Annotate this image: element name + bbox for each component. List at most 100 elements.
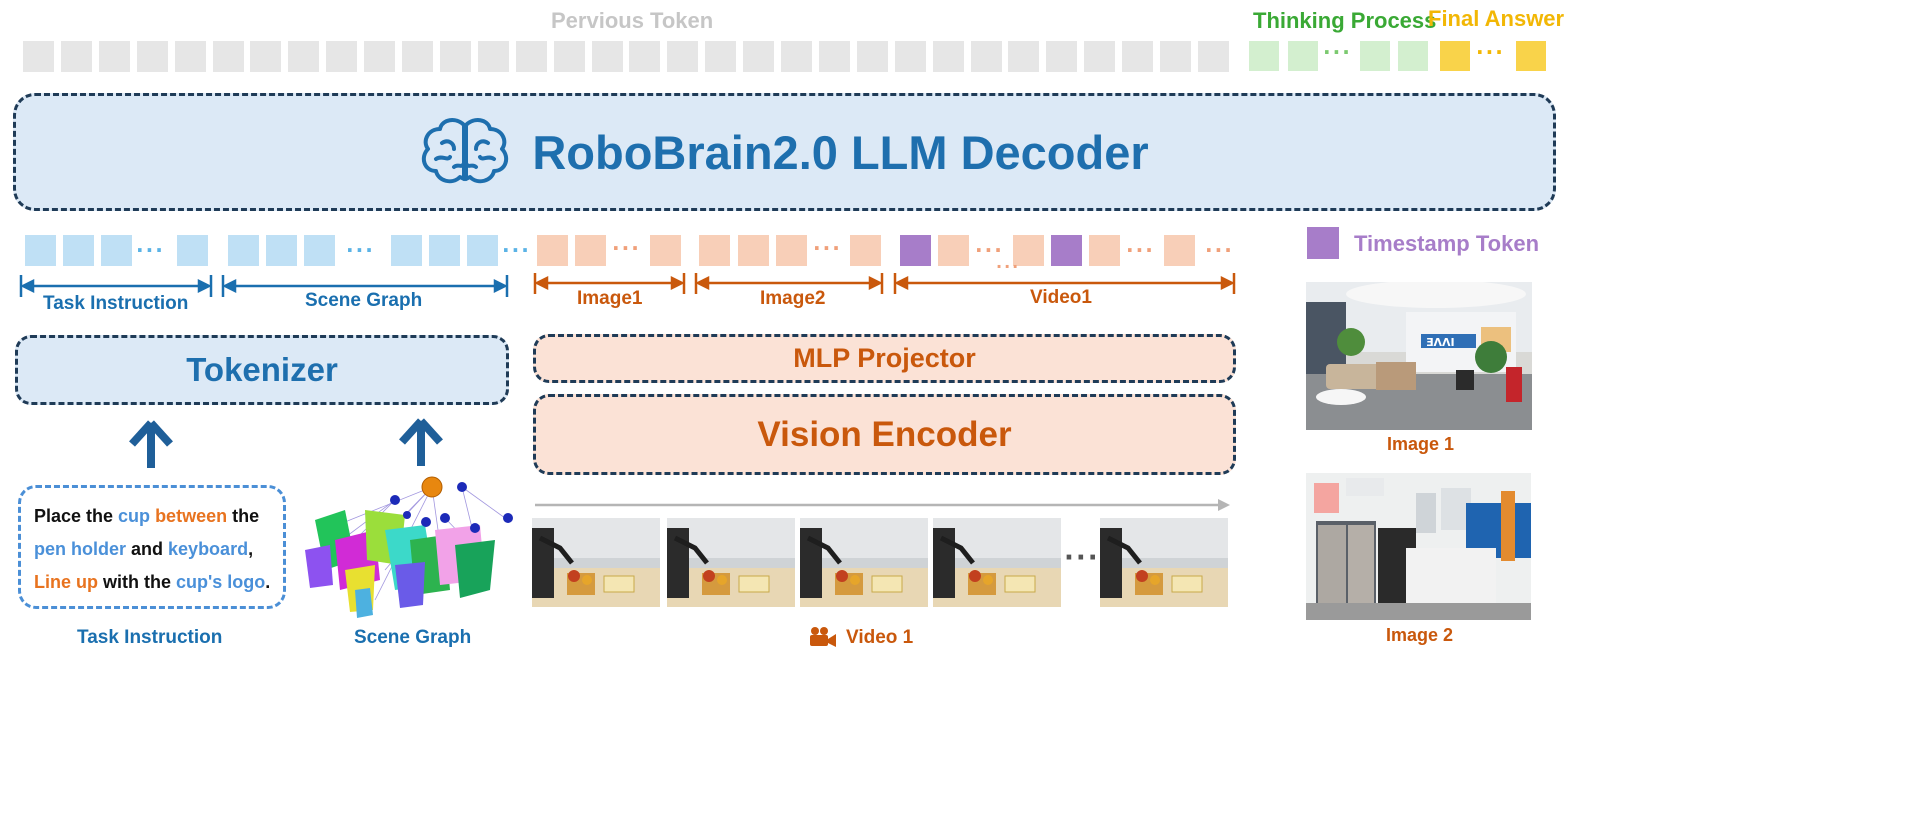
image1-segment-label: Image1 xyxy=(577,288,643,309)
previous-token xyxy=(212,41,244,72)
previous-token xyxy=(1008,41,1040,72)
previous-token xyxy=(60,41,92,72)
previous-token xyxy=(743,41,775,72)
timeline-arrow xyxy=(535,499,1230,511)
image-token xyxy=(699,235,730,266)
previous-token xyxy=(818,41,850,72)
previous-token xyxy=(856,41,888,72)
image-token xyxy=(537,235,568,266)
instruction-line: pen holder and keyboard, xyxy=(34,533,270,566)
image1-caption: Image 1 xyxy=(1387,434,1455,454)
previous-token-label: Pervious Token xyxy=(551,8,714,33)
ellipsis-icon: ··· xyxy=(1126,238,1155,262)
ellipsis-icon: ··· xyxy=(1064,543,1100,573)
previous-token xyxy=(477,41,509,72)
instruction-word: cup xyxy=(118,506,156,526)
previous-token xyxy=(515,41,547,72)
text-token xyxy=(391,235,422,266)
vision-encoder-title: Vision Encoder xyxy=(757,414,1012,454)
timestamp-token-legend-swatch xyxy=(1307,227,1339,259)
brain-icon xyxy=(420,117,510,187)
up-arrow-icon xyxy=(129,420,173,468)
image-token xyxy=(850,235,881,266)
instruction-word: pen holder xyxy=(34,539,127,559)
video1-caption: Video 1 xyxy=(846,627,914,648)
thinking-token xyxy=(1249,41,1279,71)
image2-segment-label: Image2 xyxy=(760,288,826,309)
llm-decoder-box: RoboBrain2.0 LLM Decoder xyxy=(13,93,1556,211)
instruction-text-box xyxy=(18,485,286,609)
text-token xyxy=(25,235,56,266)
instruction-word: Place the xyxy=(34,506,119,526)
previous-token xyxy=(1160,41,1191,72)
previous-token xyxy=(629,41,661,72)
ellipsis-icon: ··· xyxy=(346,238,375,262)
video-frame xyxy=(933,518,1061,607)
previous-token xyxy=(591,41,623,72)
answer-token xyxy=(1516,41,1546,71)
instruction-line: Place the cup between the xyxy=(34,500,270,533)
scene-graph-segment-label: Scene Graph xyxy=(305,290,423,311)
tokenizer-title: Tokenizer xyxy=(186,351,338,388)
text-token xyxy=(177,235,208,266)
video-token xyxy=(1089,235,1120,266)
image-token xyxy=(776,235,807,266)
previous-token xyxy=(364,41,396,72)
vision-encoder-box: Vision Encoder xyxy=(533,394,1236,475)
thinking-token xyxy=(1360,41,1390,71)
scene-graph-illustration xyxy=(305,476,513,618)
video-frame xyxy=(667,518,795,607)
previous-token xyxy=(288,41,320,72)
previous-token xyxy=(23,41,54,72)
previous-token xyxy=(136,41,168,72)
scene-graph-caption: Scene Graph xyxy=(354,627,472,648)
instruction-word: and xyxy=(126,539,169,559)
task-instruction-segment-label: Task Instruction xyxy=(43,293,189,314)
ellipsis-icon: ··· xyxy=(813,236,842,260)
text-token xyxy=(101,235,132,266)
text-token xyxy=(63,235,94,266)
previous-token xyxy=(1084,41,1116,72)
instruction-word: . xyxy=(265,572,271,592)
timestamp-token xyxy=(1051,235,1082,266)
mlp-projector-title: MLP Projector xyxy=(793,343,976,373)
up-arrow-icon xyxy=(399,418,443,466)
previous-token xyxy=(553,41,585,72)
video1-segment-label: Video1 xyxy=(1030,287,1092,308)
image-token xyxy=(575,235,606,266)
text-token xyxy=(304,235,335,266)
image-token xyxy=(738,235,769,266)
svg-text:ƎΛΛI: ƎΛΛI xyxy=(1426,336,1455,349)
instruction-line: Line up with the cup's logo. xyxy=(34,566,270,599)
previous-token xyxy=(1197,41,1229,72)
text-token xyxy=(266,235,297,266)
thinking-token xyxy=(1398,41,1428,71)
ellipsis-icon: ··· xyxy=(1205,238,1234,262)
ellipsis-icon: ··· xyxy=(975,238,1004,262)
ellipsis-icon: ··· xyxy=(502,238,531,262)
instruction-word: , xyxy=(248,539,254,559)
decoder-title: RoboBrain2.0 LLM Decoder xyxy=(532,125,1149,179)
previous-token xyxy=(932,41,964,72)
instruction-word: keyboard xyxy=(168,539,249,559)
instruction-word: the xyxy=(227,506,260,526)
instruction-word: between xyxy=(155,506,228,526)
previous-token xyxy=(1046,41,1078,72)
text-token xyxy=(467,235,498,266)
video-frame xyxy=(800,518,928,607)
timestamp-token-legend-label: Timestamp Token xyxy=(1354,231,1540,256)
ellipsis-icon: ··· xyxy=(1323,40,1352,64)
answer-token xyxy=(1440,41,1470,71)
previous-token xyxy=(326,41,358,72)
mlp-projector-box: MLP Projector xyxy=(533,334,1236,383)
previous-token xyxy=(667,41,699,72)
timestamp-token xyxy=(900,235,931,266)
tokenizer-box: Tokenizer xyxy=(15,335,509,405)
previous-token xyxy=(250,41,282,72)
previous-token xyxy=(402,41,433,72)
video-frame xyxy=(1100,518,1228,607)
video-token xyxy=(938,235,969,266)
previous-token xyxy=(970,41,1002,72)
previous-token xyxy=(894,41,926,72)
